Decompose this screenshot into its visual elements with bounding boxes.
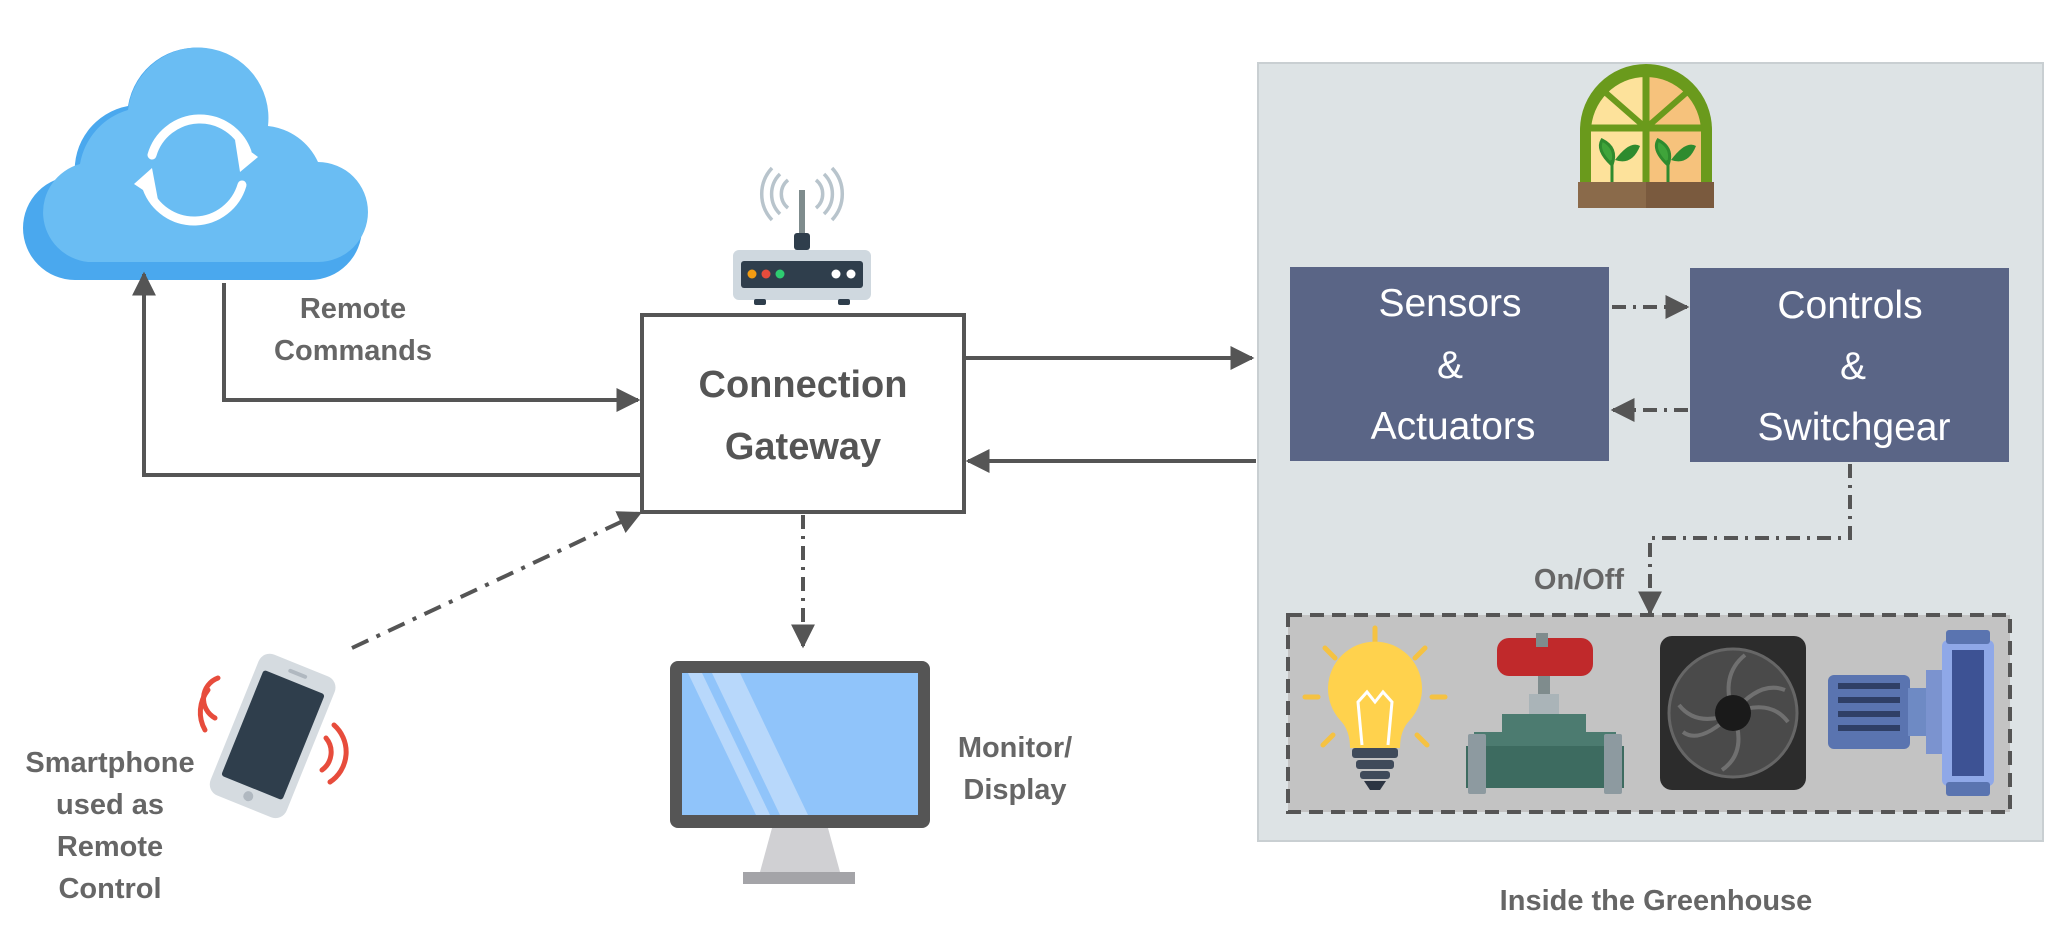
sensors-label-line3: Actuators [1371, 405, 1536, 448]
controls-label-line1: Controls [1777, 284, 1922, 327]
sensors-label-line2: & [1437, 344, 1463, 387]
pump-motor-icon [1828, 630, 1994, 796]
smartphone-label-line2: used as [56, 789, 164, 821]
sensors-actuators-box [1290, 267, 1609, 461]
controls-label-line3: Switchgear [1758, 406, 1951, 449]
greenhouse-caption: Inside the Greenhouse [1500, 885, 1813, 917]
smartphone-label-line4: Control [58, 873, 161, 905]
arrow-remote-commands-to-gateway [222, 283, 641, 412]
monitor-label-line1: Monitor/ [958, 732, 1072, 764]
fan-icon [1660, 636, 1806, 790]
connectors [132, 271, 1852, 650]
valve-icon [1466, 633, 1624, 794]
connection-gateway-box [640, 313, 966, 514]
monitor-label-line2: Display [963, 774, 1066, 806]
arrow-smartphone-to-gateway [351, 511, 643, 650]
arrow-gateway-to-cloud [132, 271, 642, 477]
sensors-label-line1: Sensors [1378, 282, 1521, 325]
gateway-label-line1: Connection [699, 364, 908, 406]
light-bulb-icon [1302, 625, 1448, 790]
arrow-controls-to-equipment [1638, 464, 1852, 616]
smartphone-label-line3: Remote [57, 831, 163, 863]
controls-switchgear-box [1690, 268, 2009, 462]
controls-label-line2: & [1840, 345, 1866, 388]
on-off-label: On/Off [1534, 564, 1625, 596]
remote-commands-label-line1: Remote [300, 293, 406, 325]
wifi-router-icon [733, 166, 871, 305]
smartphone-label-line1: Smartphone [25, 747, 194, 779]
remote-commands-label-line2: Commands [274, 335, 432, 367]
gateway-label-line2: Gateway [725, 426, 881, 468]
monitor-icon [670, 661, 930, 884]
smartphone-icon [197, 653, 349, 819]
cloud-sync-icon [23, 47, 368, 280]
greenhouse-icon [1578, 64, 1714, 208]
